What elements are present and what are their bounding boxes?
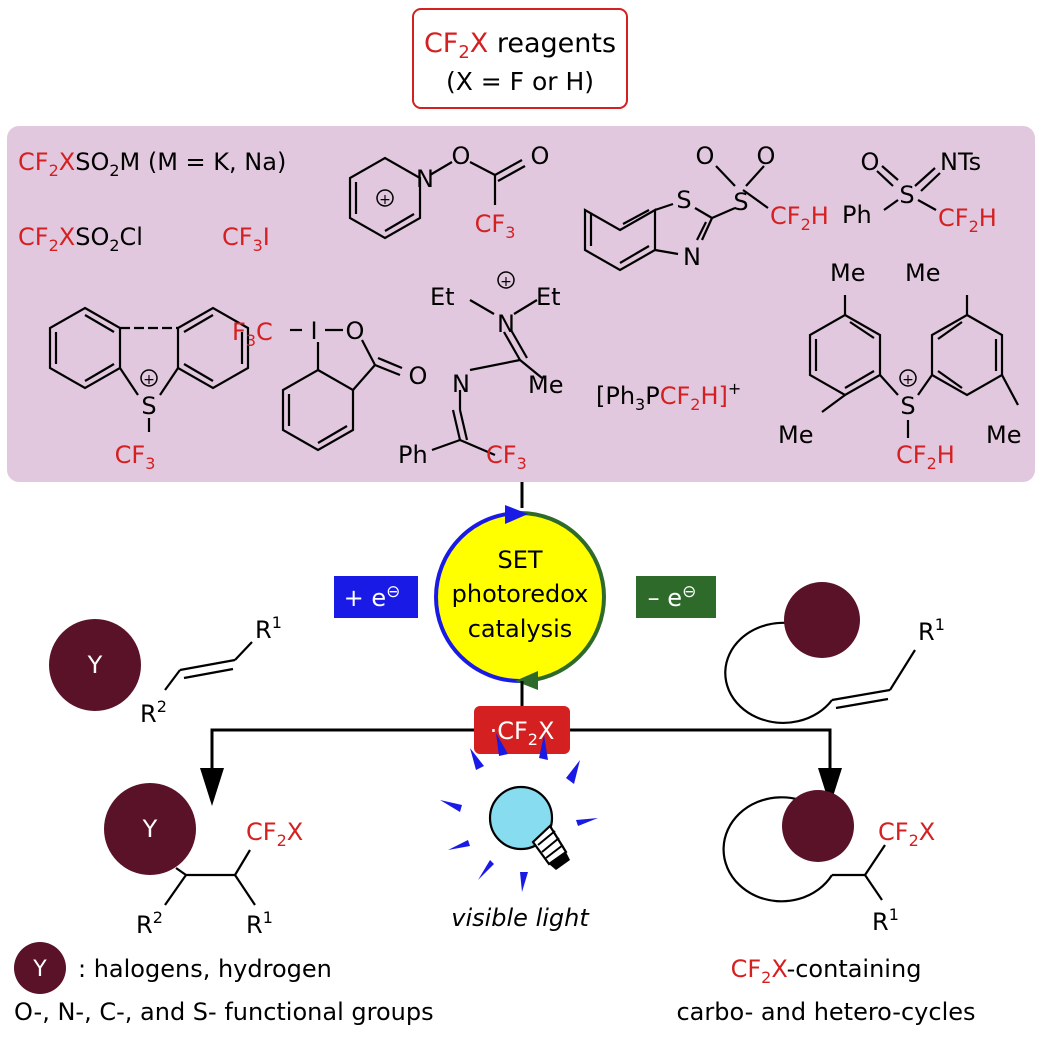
dibenzothiophenium-plus: + [143,372,155,388]
lightbulb-icon [440,733,598,892]
togni-carbonyl-O: O [409,362,428,390]
product-left-bonds [164,849,256,906]
togni-F3C: F3C [232,318,273,350]
pyridinium-N: N [416,165,434,193]
sulfoximine-CF2H: CF2H [938,204,997,236]
light-label: visible light [451,904,590,932]
product-left-R1: R1 [246,908,273,939]
sulfonium-Me4: Me [986,421,1021,449]
togni-ring-O: O [346,317,365,345]
arrowhead-left [200,768,224,806]
reagent-cf3i: CF3I [222,223,270,255]
header-line2: (X = F or H) [446,67,594,96]
togni-I: I [310,317,317,345]
cycle-arrowhead-blue [505,505,528,524]
pyridinium-CF3: CF3 [475,210,516,242]
benzothiazole-N: N [683,243,701,271]
branch-arrows [210,728,832,770]
reduction-box [334,576,418,618]
sulfonium-Me2: Me [905,259,940,287]
y-group-substrate [49,619,141,711]
benzothiazole-S: S [676,186,691,214]
reagent-phosphonium: [Ph3PCF2H]+ [596,379,741,414]
sulfoximine-NTs: NTs [940,148,981,176]
oxidation-box [636,576,716,618]
sulfonyl-S: S [733,188,748,216]
amidinate-Et2: Et [536,283,561,311]
substrate-R1: R1 [255,613,282,644]
alkene-left [164,641,253,691]
sulfoximine-Ph: Ph [842,201,872,229]
amidinate-Et1: Et [430,283,455,311]
product-right-R1: R1 [872,905,899,936]
reagent-sulfoximine [876,165,941,211]
sulfonium-Me1: Me [830,259,865,287]
product-right-bonds [722,796,886,903]
sulfonium-CF2H: CF2H [896,441,955,473]
header-line1: CF2X reagents [424,28,616,63]
cyclic-alkene-right [724,621,916,724]
amidinate-CF3: CF3 [486,441,527,473]
product-left-CF2X: CF2X [246,818,303,850]
cycle-arc-blue [434,511,521,683]
reagent-panel [7,126,1035,482]
pyridinium-plus: + [379,192,391,208]
reagent-togni [281,328,403,452]
dibenzothiophenium-CF3: CF3 [115,441,156,473]
reagent-pyridinium [348,156,526,240]
reagent-sulfonium [808,295,1019,438]
caption-right-line2: carbo- and hetero-cycles [676,998,975,1026]
product-right-CF2X: CF2X [878,818,935,850]
y-legend-letter: Y [32,957,47,982]
benzothiazole-CF2H: CF2H [770,202,829,234]
sulfonyl-O2: O [757,142,776,170]
cycle-arrowhead-green [515,671,538,690]
reagent-dibenzothiophenium [48,306,250,432]
y-group-product [104,783,196,875]
legend-line1: : halogens, hydrogen [78,955,332,983]
substrate-R2: R2 [140,697,167,728]
heteroatom-circle-substrate [784,582,860,658]
cycle-label-3: catalysis [468,615,573,643]
pyridinium-O: O [452,142,471,170]
pyridinium-carbonyl-O: O [531,142,550,170]
amidinate-plus: + [500,274,512,290]
sulfonium-plus: + [902,372,914,388]
sulfonyl-O1: O [696,142,715,170]
cycle-disc [436,513,604,681]
cycle-label-1: SET [497,546,542,574]
reagent-amidinate [431,271,543,457]
reagent-benzothiazole [583,165,769,272]
oxidation-label: – e⊖ [648,582,697,612]
arrowhead-right [818,768,842,806]
amidinate-Me: Me [528,371,563,399]
radical-label: ·CF2X [490,717,555,749]
sulfonium-Me3: Me [778,421,813,449]
sulfoximine-O: O [861,148,880,176]
amidinate-N2: N [452,370,470,398]
y-legend-icon [14,942,66,994]
cycle-arc-green [519,511,606,683]
header-box [412,8,628,109]
sulfonium-S: S [900,392,915,420]
cycle-label-2: photoredox [452,580,589,608]
substrate-right-R1: R1 [918,615,945,646]
y-label-product: Y [142,815,158,843]
reduction-label: + e⊖ [344,582,401,612]
sulfoximine-S: S [899,181,914,209]
reagent-sulfinate: CF2XSO2M (M = K, Na) [18,148,286,180]
amidinate-N1: N [497,310,515,338]
reagent-sulfonyl-chloride: CF2XSO2Cl [18,223,143,255]
y-label-substrate: Y [87,651,103,679]
product-left-R2: R2 [136,908,163,939]
caption-right-line1: CF2X-containing [731,955,922,987]
dibenzothiophenium-S: S [141,392,156,420]
heteroatom-circle-product [782,790,854,862]
legend-line2: O-, N-, C-, and S- functional groups [14,998,434,1026]
amidinate-Ph: Ph [398,441,428,469]
